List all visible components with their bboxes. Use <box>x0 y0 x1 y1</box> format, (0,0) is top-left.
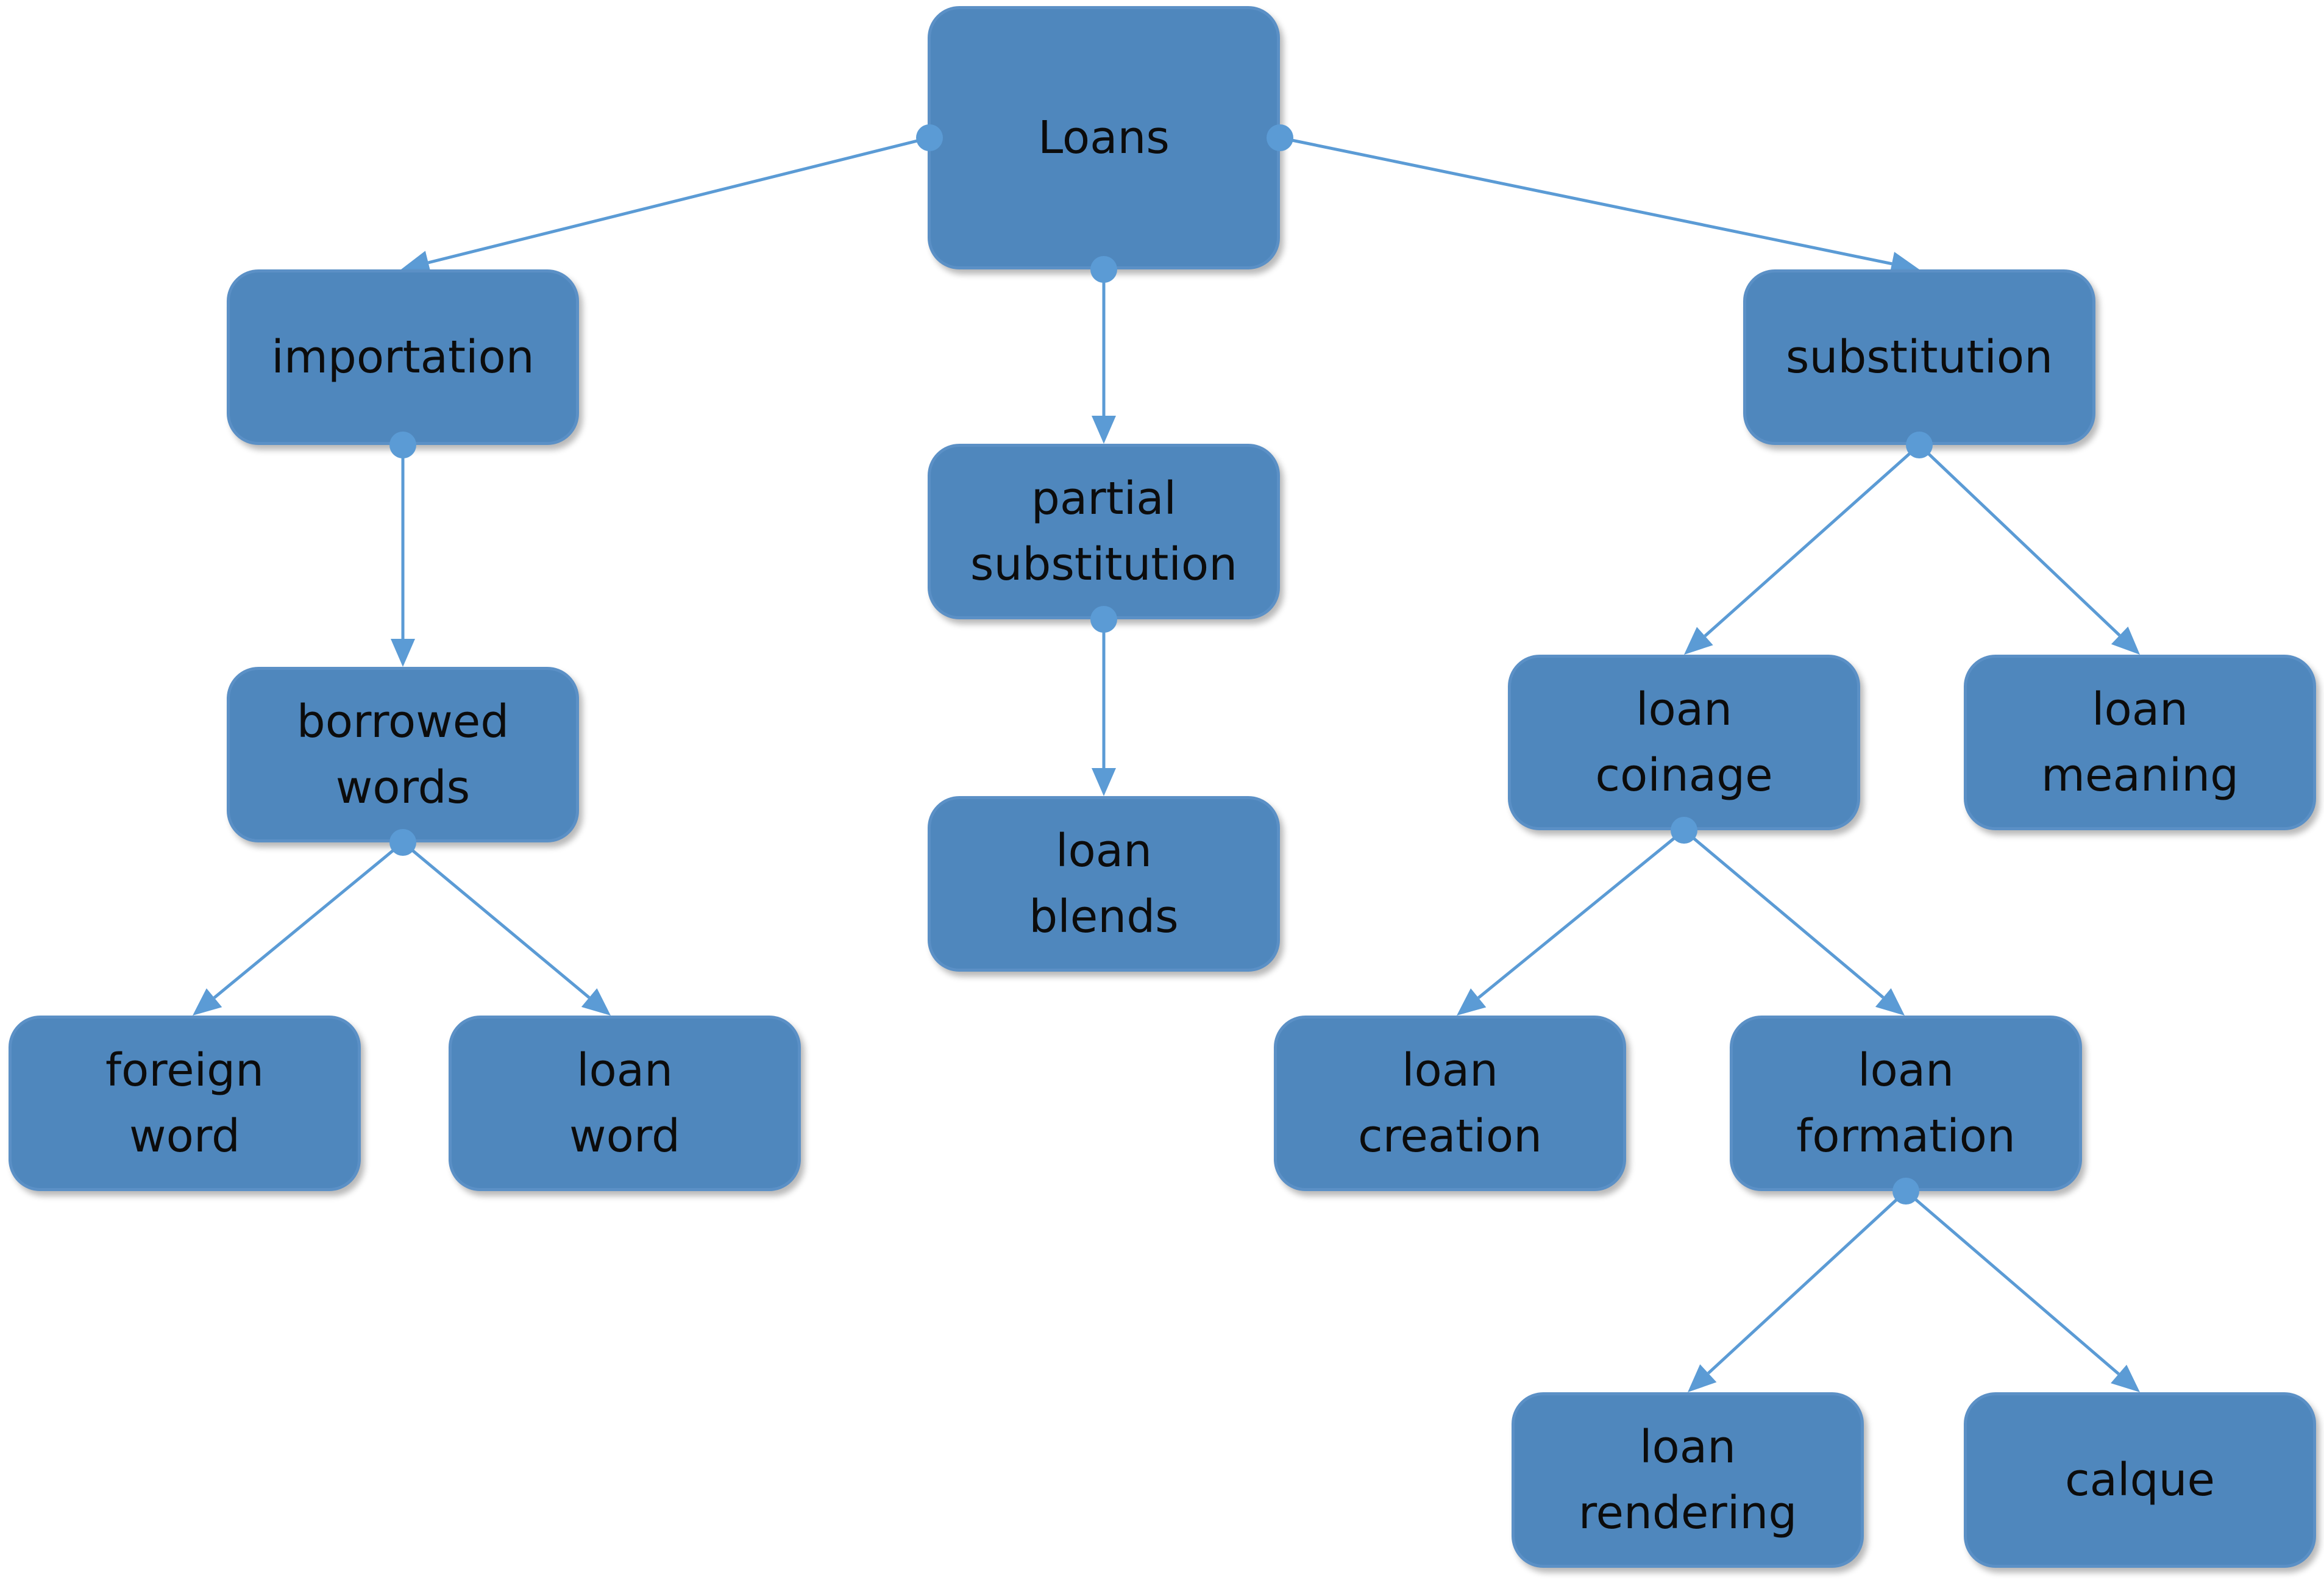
node-label-loan-coinage: loan coinage <box>1595 683 1773 802</box>
node-calque: calque <box>1964 1392 2316 1568</box>
node-loan-word: loan word <box>449 1016 801 1191</box>
node-label-partial-substitution: partial substitution <box>970 472 1238 591</box>
node-loan-meaning: loan meaning <box>1964 655 2316 830</box>
node-importation: importation <box>227 269 579 445</box>
connector-loans-to-importation <box>401 136 930 275</box>
node-substitution: substitution <box>1743 269 2095 445</box>
connector-partial-substitution-to-loan-blends <box>1092 619 1116 796</box>
node-label-loan-creation: loan creation <box>1357 1044 1543 1162</box>
connector-loan-coinage-to-loan-formation <box>1683 829 1905 1016</box>
connector-loan-formation-to-loan-rendering <box>1688 1190 1907 1392</box>
connector-borrowed-words-to-loan-word <box>402 841 611 1016</box>
node-foreign-word: foreign word <box>9 1016 361 1191</box>
node-label-foreign-word: foreign word <box>105 1044 265 1162</box>
connector-loan-coinage-to-loan-creation <box>1457 829 1685 1016</box>
node-loan-creation: loan creation <box>1274 1016 1626 1191</box>
node-label-loan-blends: loan blends <box>1029 825 1179 943</box>
connector-loan-formation-to-calque <box>1905 1190 2140 1392</box>
node-label-importation: importation <box>271 331 535 383</box>
node-label-loan-formation: loan formation <box>1796 1044 2016 1162</box>
node-label-substitution: substitution <box>1785 331 2053 383</box>
connector-substitution-to-loan-meaning <box>1918 444 2140 655</box>
node-borrowed-words: borrowed words <box>227 667 579 842</box>
node-label-loan-rendering: loan rendering <box>1578 1421 1797 1539</box>
node-loan-rendering: loan rendering <box>1512 1392 1864 1568</box>
node-label-borrowed-words: borrowed words <box>296 696 510 814</box>
node-loan-coinage: loan coinage <box>1508 655 1860 830</box>
connector-borrowed-words-to-foreign-word <box>193 841 404 1016</box>
connector-loans-to-substitution <box>1279 136 1919 276</box>
node-loans: Loans <box>928 6 1280 269</box>
node-label-loans: Loans <box>1037 112 1170 164</box>
node-label-loan-word: loan word <box>569 1044 680 1162</box>
connector-substitution-to-loan-coinage <box>1684 444 1921 655</box>
node-loan-formation: loan formation <box>1730 1016 2082 1191</box>
node-loan-blends: loan blends <box>928 796 1280 972</box>
node-partial-substitution: partial substitution <box>928 444 1280 619</box>
connector-loans-to-partial-substitution <box>1092 269 1116 444</box>
node-label-loan-meaning: loan meaning <box>2041 683 2239 802</box>
node-label-calque: calque <box>2065 1454 2215 1506</box>
connector-importation-to-borrowed-words <box>391 445 415 667</box>
